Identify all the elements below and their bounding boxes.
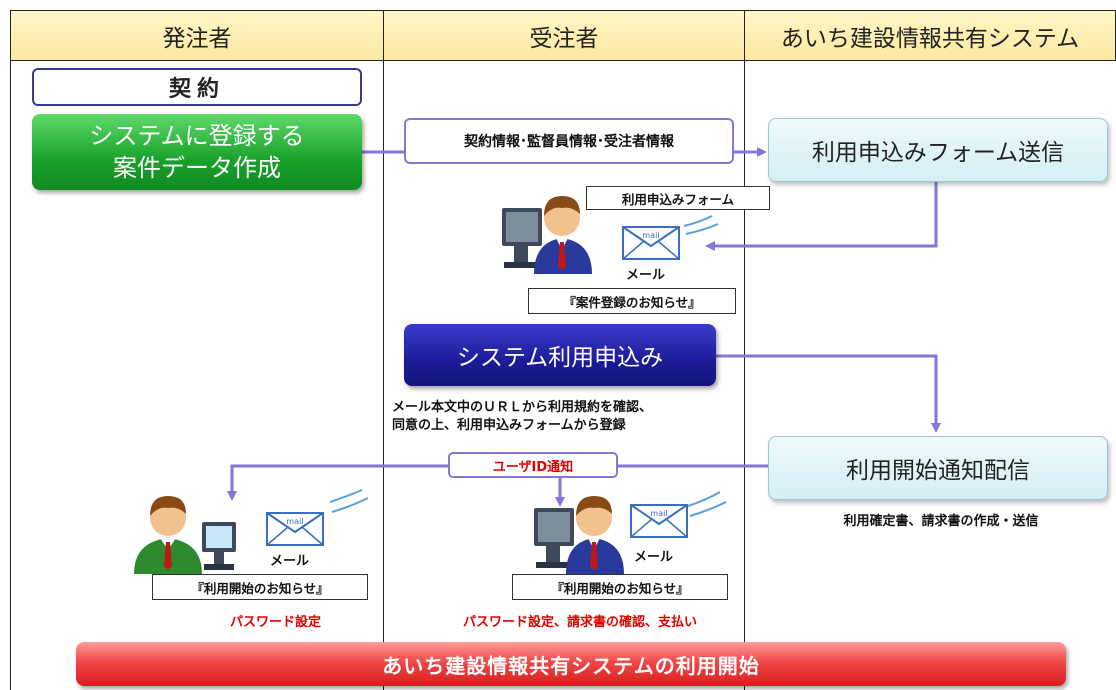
- mail-icon: mail: [266, 512, 324, 546]
- mail-icon: mail: [622, 226, 680, 260]
- lane-divider-2: [744, 10, 745, 690]
- create-case-data-box: システムに登録する 案件データ作成: [32, 114, 362, 190]
- create-case-data-line2: 案件データ作成: [113, 154, 281, 182]
- orderer-mail-label: メール: [270, 553, 310, 569]
- contractor-final-note-text: パスワード設定、請求書の確認、支払い: [462, 614, 697, 630]
- lane-header-system: あいち建設情報共有システム: [744, 10, 1116, 61]
- system-apply-box: システム利用申込み: [404, 324, 716, 386]
- form-send-box: 利用申込みフォーム送信: [768, 118, 1108, 182]
- contractor-mail-label-1: メール: [626, 267, 666, 283]
- application-form-label: 利用申込みフォーム: [586, 186, 770, 210]
- lane-header-contractor: 受注者: [383, 10, 745, 61]
- contract-box: 契約: [32, 68, 362, 106]
- person-at-pc-icon: [534, 496, 624, 574]
- lane-border-left: [10, 10, 11, 690]
- contractor-start-notice: 『利用開始のお知らせ』: [512, 574, 728, 600]
- lane-header-orderer: 発注者: [10, 10, 384, 61]
- contract-info-box: 契約情報･監督員情報･受注者情報: [404, 118, 734, 164]
- userid-notice-label: ユーザID通知: [448, 452, 618, 478]
- orderer-start-notice: 『利用開始のお知らせ』: [152, 574, 368, 600]
- system-start-banner: あいち建設情報共有システムの利用開始: [76, 642, 1066, 686]
- apply-note-line2: 同意の上、利用申込みフォームから登録: [392, 417, 626, 433]
- contractor-final-note: パスワード設定、請求書の確認、支払い: [420, 610, 740, 630]
- system-start-note: 利用確定書、請求書の作成・送信: [843, 513, 1039, 529]
- start-notify-box: 利用開始通知配信: [768, 436, 1108, 500]
- mail-icon-text: mail: [650, 509, 667, 518]
- arrow-form-to-mail: [705, 182, 938, 251]
- lane-divider-1: [383, 10, 384, 690]
- mail-icon-text: mail: [642, 231, 659, 240]
- person-at-pc-icon: [134, 496, 236, 574]
- orderer-password-note: パスワード設定: [230, 614, 322, 630]
- create-case-data-line1: システムに登録する: [89, 122, 305, 150]
- case-registration-notice: 『案件登録のお知らせ』: [528, 288, 736, 314]
- contractor-mail-label-2: メール: [634, 549, 674, 565]
- person-at-pc-icon: [502, 196, 592, 274]
- mail-icon-text: mail: [286, 517, 303, 526]
- arrow-apply-to-notify: [716, 354, 941, 433]
- mail-icon: mail: [630, 504, 688, 538]
- apply-note-line1: メール本文中のＵＲＬから利用規約を確認、: [392, 399, 653, 415]
